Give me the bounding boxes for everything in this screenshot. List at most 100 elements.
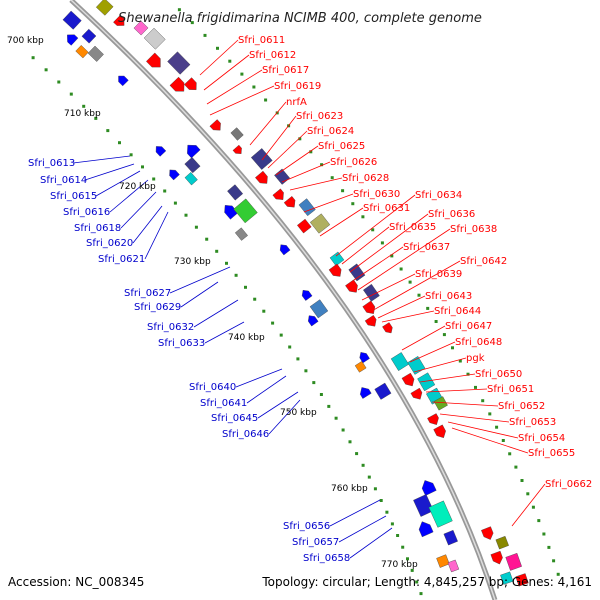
gene-feature	[67, 34, 79, 46]
gene-feature	[187, 144, 201, 159]
label-connector	[180, 281, 219, 308]
label-connector	[439, 413, 510, 423]
gene-label-forward: Sfri_0642	[460, 256, 507, 267]
gene-label-reverse: Sfri_0620	[86, 238, 133, 249]
label-connector	[349, 213, 429, 273]
label-connector	[206, 69, 263, 105]
label-connector	[361, 273, 416, 301]
gene-feature	[328, 263, 342, 277]
tick-mark	[309, 150, 313, 154]
tick-mark	[228, 59, 232, 63]
gene-feature	[133, 20, 149, 36]
genome-backbone-highlight	[70, 0, 496, 600]
tick-mark	[481, 399, 485, 403]
gene-label-forward: Sfri_0612	[249, 50, 296, 61]
tick-mark	[118, 141, 121, 145]
label-connector	[132, 205, 163, 244]
tick-mark	[547, 545, 551, 549]
tick-mark	[141, 165, 144, 169]
label-connector	[261, 115, 297, 161]
gene-label-forward: Sfri_0623	[296, 111, 343, 122]
label-connector	[419, 373, 476, 383]
label-connector	[169, 266, 231, 294]
label-connector	[413, 357, 467, 373]
tick-mark	[367, 475, 371, 479]
label-connector	[257, 391, 299, 419]
gene-feature	[427, 413, 439, 425]
gene-feature	[75, 45, 89, 59]
tick-mark	[426, 306, 430, 310]
gene-feature	[146, 52, 161, 68]
label-connector	[369, 260, 461, 313]
scale-label: 710 kbp	[64, 109, 101, 119]
label-connector	[209, 85, 275, 116]
tick-mark	[419, 592, 423, 596]
topology-text: Topology: circular; Length: 4,845,257 bp…	[261, 575, 592, 589]
gene-feature	[401, 372, 415, 387]
tick-mark	[296, 357, 300, 361]
tick-mark	[434, 320, 438, 323]
gene-label-forward: Sfri_0625	[318, 141, 365, 152]
tick-mark	[361, 215, 365, 219]
gene-feature	[169, 169, 180, 181]
gene-feature	[307, 315, 319, 327]
label-connector	[357, 228, 451, 291]
label-connector	[120, 191, 157, 229]
gene-feature	[233, 198, 258, 224]
label-connector	[246, 375, 287, 404]
gene-label-reverse: Sfri_0632	[147, 322, 194, 333]
gene-label-forward: Sfri_0643	[425, 291, 472, 302]
gene-feature	[364, 315, 377, 327]
gene-feature	[443, 529, 458, 546]
tick-mark	[298, 137, 302, 141]
label-connector	[377, 295, 426, 319]
label-connector	[329, 499, 381, 527]
tick-mark	[288, 345, 292, 349]
label-connector	[204, 321, 245, 344]
label-connector	[319, 207, 364, 237]
label-connector	[275, 145, 319, 176]
gene-feature	[184, 77, 197, 91]
tick-mark	[542, 532, 546, 536]
label-connector	[349, 527, 393, 559]
tick-mark	[442, 333, 446, 337]
gene-label-reverse: Sfri_0615	[50, 191, 97, 202]
gene-label-reverse: Sfri_0616	[63, 207, 110, 218]
gene-feature	[515, 573, 529, 587]
gene-label-forward: Sfri_0648	[455, 337, 502, 348]
tick-mark	[327, 404, 331, 408]
label-connector	[451, 427, 529, 454]
tick-mark	[271, 321, 275, 325]
gene-feature	[418, 521, 434, 538]
gene-feature	[500, 571, 514, 585]
gene-label-forward: Sfri_0638	[450, 224, 497, 235]
gene-label-reverse: Sfri_0613	[28, 158, 75, 169]
tick-mark	[451, 346, 454, 350]
gene-label-forward: Sfri_0637	[403, 242, 450, 253]
label-connector	[249, 101, 287, 146]
tick-mark	[163, 189, 167, 193]
tick-mark	[458, 359, 462, 363]
label-connector	[193, 299, 239, 328]
tick-mark	[526, 492, 530, 496]
gene-label-forward: Sfri_0630	[353, 189, 400, 200]
tick-mark	[371, 228, 375, 232]
gene-feature	[421, 480, 437, 496]
gene-feature	[417, 372, 436, 392]
gene-feature	[169, 76, 185, 92]
gene-label-forward: Sfri_0651	[487, 384, 534, 395]
tick-mark	[385, 510, 389, 514]
label-connector	[409, 341, 456, 363]
tick-mark	[474, 385, 477, 389]
gene-feature	[95, 0, 114, 16]
gene-feature	[354, 360, 367, 373]
gene-label-reverse: Sfri_0618	[74, 223, 121, 234]
gene-label-forward: Sfri_0653	[509, 417, 556, 428]
scale-label: 770 kbp	[381, 560, 418, 570]
tick-mark	[190, 21, 194, 25]
gene-feature	[363, 283, 380, 302]
gene-feature	[255, 170, 268, 184]
tick-mark	[173, 201, 177, 205]
tick-mark	[556, 572, 560, 576]
tick-mark	[410, 568, 414, 572]
